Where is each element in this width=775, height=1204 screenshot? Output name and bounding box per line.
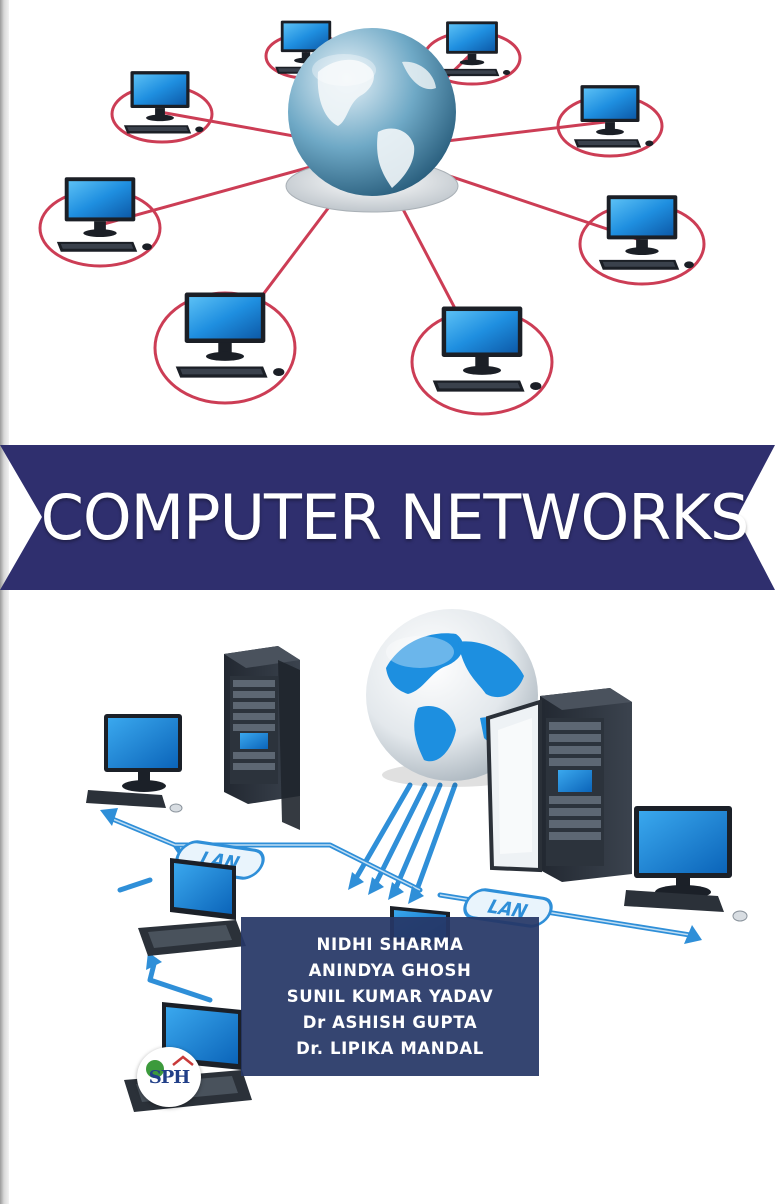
publisher-logo-emblem — [146, 1055, 194, 1078]
banner-ribbon — [0, 445, 775, 590]
authors-box: NIDHI SHARMA ANINDYA GHOSH SUNIL KUMAR Y… — [241, 917, 539, 1076]
book-title: COMPUTER NETWORKS — [40, 481, 750, 554]
desktop-computer-icon — [86, 714, 183, 813]
star-network-illustration — [38, 20, 706, 416]
arrow-heads — [100, 808, 702, 970]
server-rack-icon — [224, 646, 300, 830]
book-spine — [0, 0, 9, 1204]
title-banner: COMPUTER NETWORKS — [0, 445, 775, 590]
server-rack-icon — [485, 688, 632, 882]
laptop-icon — [138, 858, 246, 956]
author-name: Dr ASHISH GUPTA — [302, 1012, 478, 1032]
author-name: SUNIL KUMAR YADAV — [286, 986, 494, 1006]
publisher-logo: SPH — [137, 1047, 201, 1107]
author-name: ANINDYA GHOSH — [308, 960, 472, 980]
globe-icon — [288, 28, 456, 196]
lan-network-illustration: LAN LAN — [86, 609, 748, 1112]
author-name: NIDHI SHARMA — [316, 934, 464, 954]
author-name: Dr. LIPIKA MANDAL — [296, 1038, 484, 1058]
publisher-logo-text: SPH — [148, 1067, 191, 1088]
desktop-computer-icon — [624, 806, 748, 922]
